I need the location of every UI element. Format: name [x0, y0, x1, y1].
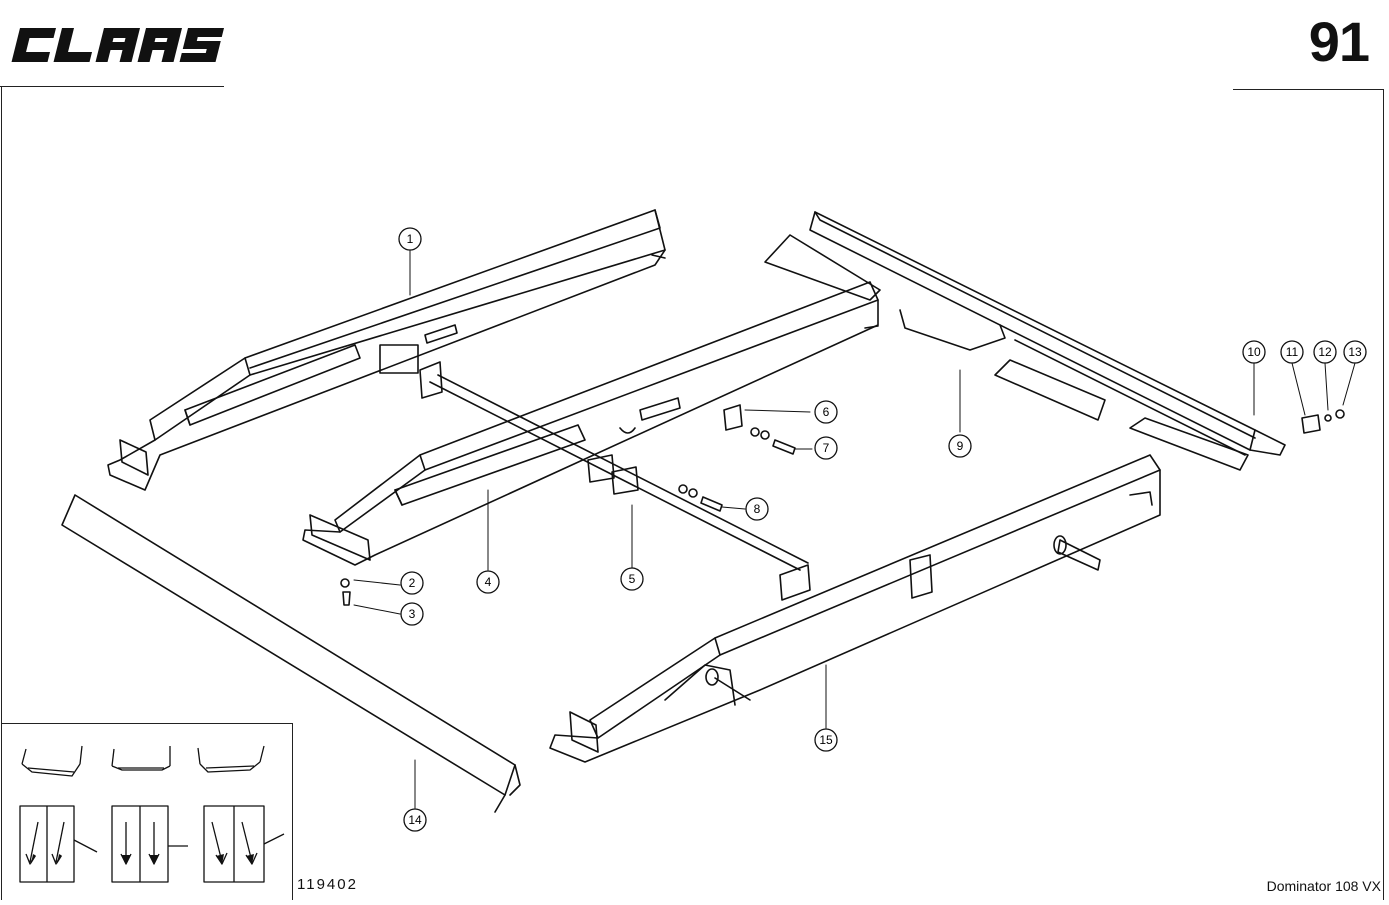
- claas-logo: [11, 28, 225, 62]
- svg-text:10: 10: [1247, 345, 1261, 359]
- svg-text:2: 2: [409, 576, 416, 590]
- callout-2: 2: [400, 571, 424, 595]
- svg-text:14: 14: [408, 813, 422, 827]
- callouts: 1 2 3 4 5 6 7 8 9 10 11 12 13 14 15: [398, 227, 1367, 832]
- arrow-box-2: [111, 805, 188, 883]
- page-number: 91: [1308, 10, 1370, 73]
- callout-1: 1: [398, 227, 422, 251]
- arrow-box-1: [19, 805, 98, 883]
- part-4-middle-rail: [302, 281, 879, 566]
- callout-14: 14: [403, 808, 427, 832]
- profile-sketch-1: [21, 745, 83, 777]
- profile-sketch-3: [197, 745, 265, 773]
- svg-text:11: 11: [1286, 345, 1299, 359]
- part-5-cross-rod: [419, 361, 811, 601]
- hardware-parts: [340, 404, 1345, 606]
- frame-right-border: [1383, 89, 1384, 900]
- svg-text:12: 12: [1318, 345, 1332, 359]
- callout-15: 15: [814, 728, 838, 752]
- leader-lines: [353, 249, 1356, 809]
- svg-text:1: 1: [407, 232, 414, 246]
- configuration-inset: [2, 723, 293, 900]
- callout-6: 6: [814, 400, 838, 424]
- frame-left-border: [1, 86, 2, 900]
- svg-text:3: 3: [409, 607, 416, 621]
- svg-text:13: 13: [1348, 345, 1362, 359]
- callout-3: 3: [400, 602, 424, 626]
- svg-text:15: 15: [819, 733, 833, 747]
- part-1-left-rail: [107, 209, 666, 491]
- svg-text:6: 6: [823, 405, 830, 419]
- profile-sketch-2: [111, 746, 171, 771]
- callout-7: 7: [814, 436, 838, 460]
- svg-text:9: 9: [957, 439, 964, 453]
- part-9-rear-member: [764, 211, 1286, 471]
- callout-4: 4: [476, 570, 500, 594]
- svg-text:5: 5: [629, 572, 636, 586]
- part-14-lower-rail: [61, 494, 521, 813]
- drawing-number: 119402: [297, 876, 358, 893]
- callout-5: 5: [620, 567, 644, 591]
- callout-12: 12: [1313, 340, 1337, 364]
- callout-11: 11: [1280, 340, 1304, 364]
- header-rule-left: [0, 86, 224, 87]
- svg-text:8: 8: [754, 502, 761, 516]
- svg-text:4: 4: [485, 575, 492, 589]
- svg-text:7: 7: [823, 441, 830, 455]
- configuration-icons: [19, 745, 285, 883]
- callout-10: 10: [1242, 340, 1266, 364]
- callout-9: 9: [948, 434, 972, 458]
- callout-8: 8: [745, 497, 769, 521]
- model-name: Dominator 108 VX: [1266, 878, 1381, 894]
- part-15-right-rail: [549, 454, 1161, 763]
- arrow-box-3: [203, 805, 285, 883]
- header-rule-right: [1233, 89, 1383, 90]
- callout-13: 13: [1343, 340, 1367, 364]
